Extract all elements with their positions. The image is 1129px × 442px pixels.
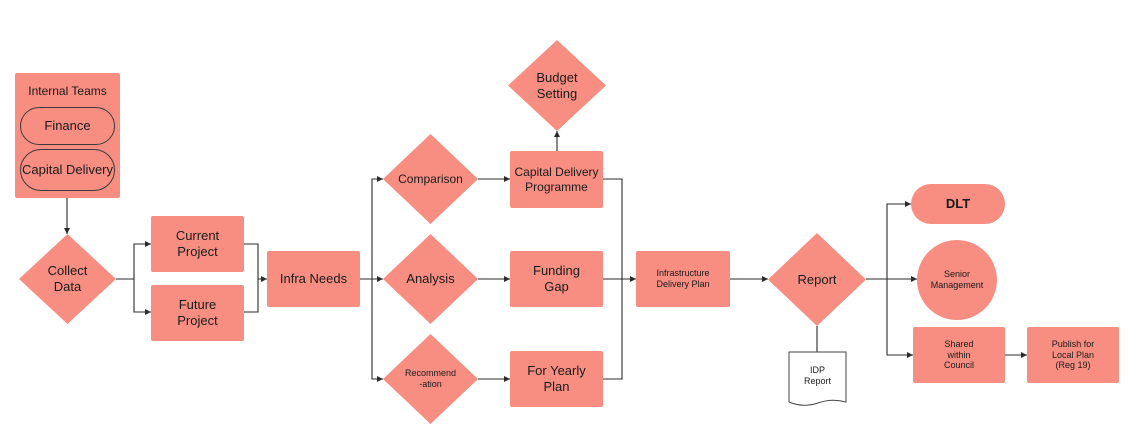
current-project-box: Current Project — [151, 216, 244, 272]
infrastructure-delivery-plan-box: Infrastructure Delivery Plan — [636, 251, 730, 307]
budget-setting-label: Budget Setting — [536, 69, 578, 101]
collect-data-diamond: Collect Data — [19, 234, 116, 324]
connector-infra-recommendation — [371, 279, 383, 382]
future-project-box: Future Project — [151, 285, 244, 341]
recommendation-diamond: Recommend -ation — [383, 334, 478, 424]
connector-collect-projects — [116, 241, 151, 280]
idp-report-label: IDP Report — [803, 365, 831, 386]
internal-teams-title: Internal Teams — [28, 84, 107, 98]
connector-infra-comparison — [371, 176, 383, 279]
report-label: Report — [797, 271, 837, 287]
analysis-label: Analysis — [406, 271, 455, 287]
budget-setting-diamond: Budget Setting — [508, 40, 606, 131]
connector-report-outputs — [866, 201, 911, 280]
shared-within-council-box: Shared within Council — [913, 327, 1005, 383]
comparison-label: Comparison — [398, 171, 463, 186]
comparison-diamond: Comparison — [383, 134, 478, 224]
connector-projects-infra — [244, 243, 267, 313]
publish-local-plan-box: Publish for Local Plan (Reg 19) — [1027, 327, 1119, 383]
for-yearly-plan-box: For Yearly Plan — [510, 351, 603, 407]
finance-pill: Finance — [20, 107, 115, 145]
analysis-diamond: Analysis — [383, 234, 478, 324]
connector-boxes-idp — [603, 178, 636, 380]
internal-teams-box: Internal Teams Finance Capital Delivery — [15, 73, 120, 198]
recommendation-label: Recommend -ation — [404, 368, 457, 389]
dlt-terminator: DLT — [911, 184, 1005, 224]
collect-data-label: Collect Data — [47, 263, 88, 294]
funding-gap-box: Funding Gap — [510, 251, 603, 307]
capital-delivery-programme-box: Capital Delivery Programme — [510, 151, 603, 208]
capital-delivery-pill: Capital Delivery — [20, 149, 115, 191]
infra-needs-box: Infra Needs — [267, 251, 360, 307]
report-diamond: Report — [768, 233, 866, 326]
connector-report-shared — [886, 279, 913, 358]
connector-collect-future — [133, 279, 151, 315]
senior-management-circle: Senior Management — [917, 240, 997, 320]
idp-report-document-shape — [788, 351, 847, 406]
